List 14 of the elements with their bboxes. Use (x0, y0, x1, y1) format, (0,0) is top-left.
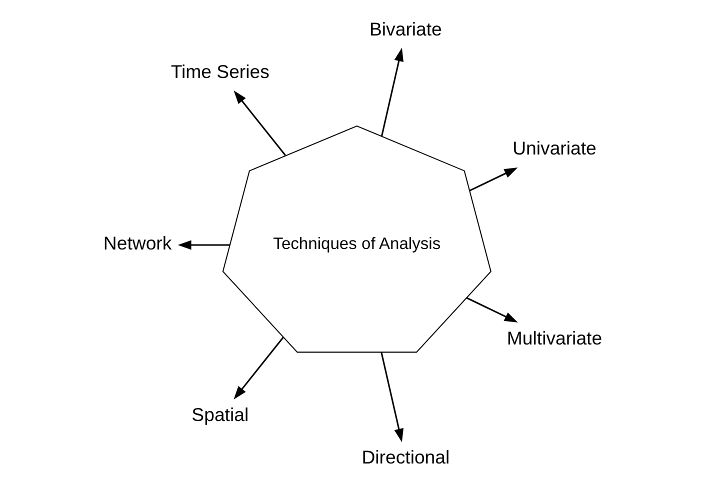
node-text: Network (103, 232, 172, 254)
arrow (470, 168, 518, 192)
arrow (178, 240, 230, 250)
node-text: Bivariate (370, 18, 442, 40)
arrow (380, 352, 404, 442)
node-text: Time Series (170, 61, 270, 82)
arrow (466, 297, 518, 323)
arrow (380, 48, 404, 136)
node-text: Directional (362, 446, 450, 468)
node-text: Spatial (192, 404, 249, 426)
arrow (234, 90, 286, 156)
arrow (234, 336, 284, 400)
node-text: Multivariate (506, 328, 602, 349)
node-text: Univariate (512, 137, 596, 158)
